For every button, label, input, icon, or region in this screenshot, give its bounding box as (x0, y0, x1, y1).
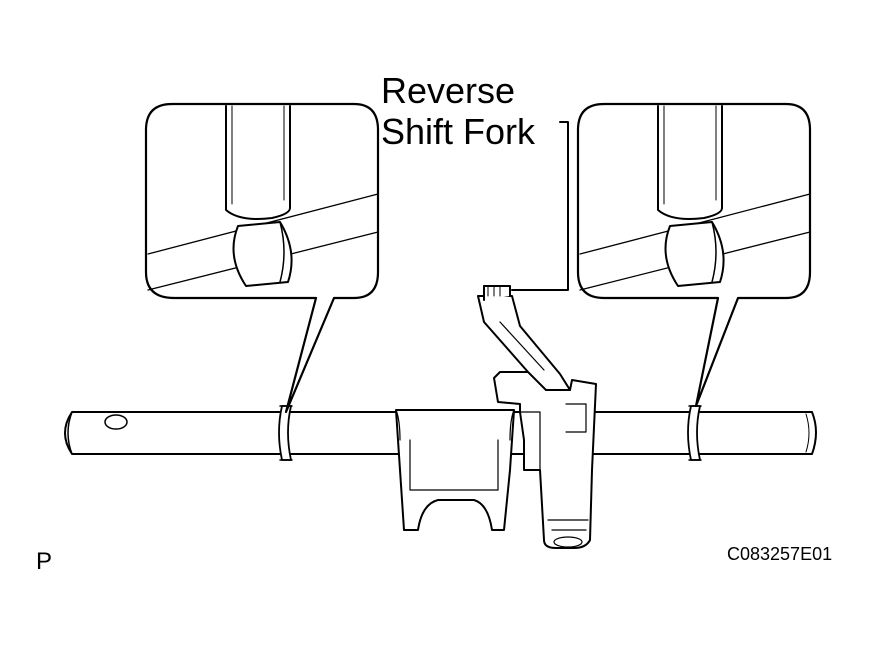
snap-ring-left (278, 405, 293, 461)
reverse-shift-fork (477, 285, 597, 549)
label-line-2: Shift Fork (381, 111, 536, 152)
center-shift-fork (395, 409, 515, 531)
right-detail-callout (576, 102, 812, 408)
label-leader-line (511, 121, 569, 291)
view-mark: P (36, 548, 53, 575)
label-line-1: Reverse (381, 70, 516, 111)
figure-code: C083257E01 (727, 544, 833, 564)
reverse-shift-fork-label: Reverse Shift Fork (381, 70, 535, 152)
left-detail-callout (144, 102, 380, 414)
